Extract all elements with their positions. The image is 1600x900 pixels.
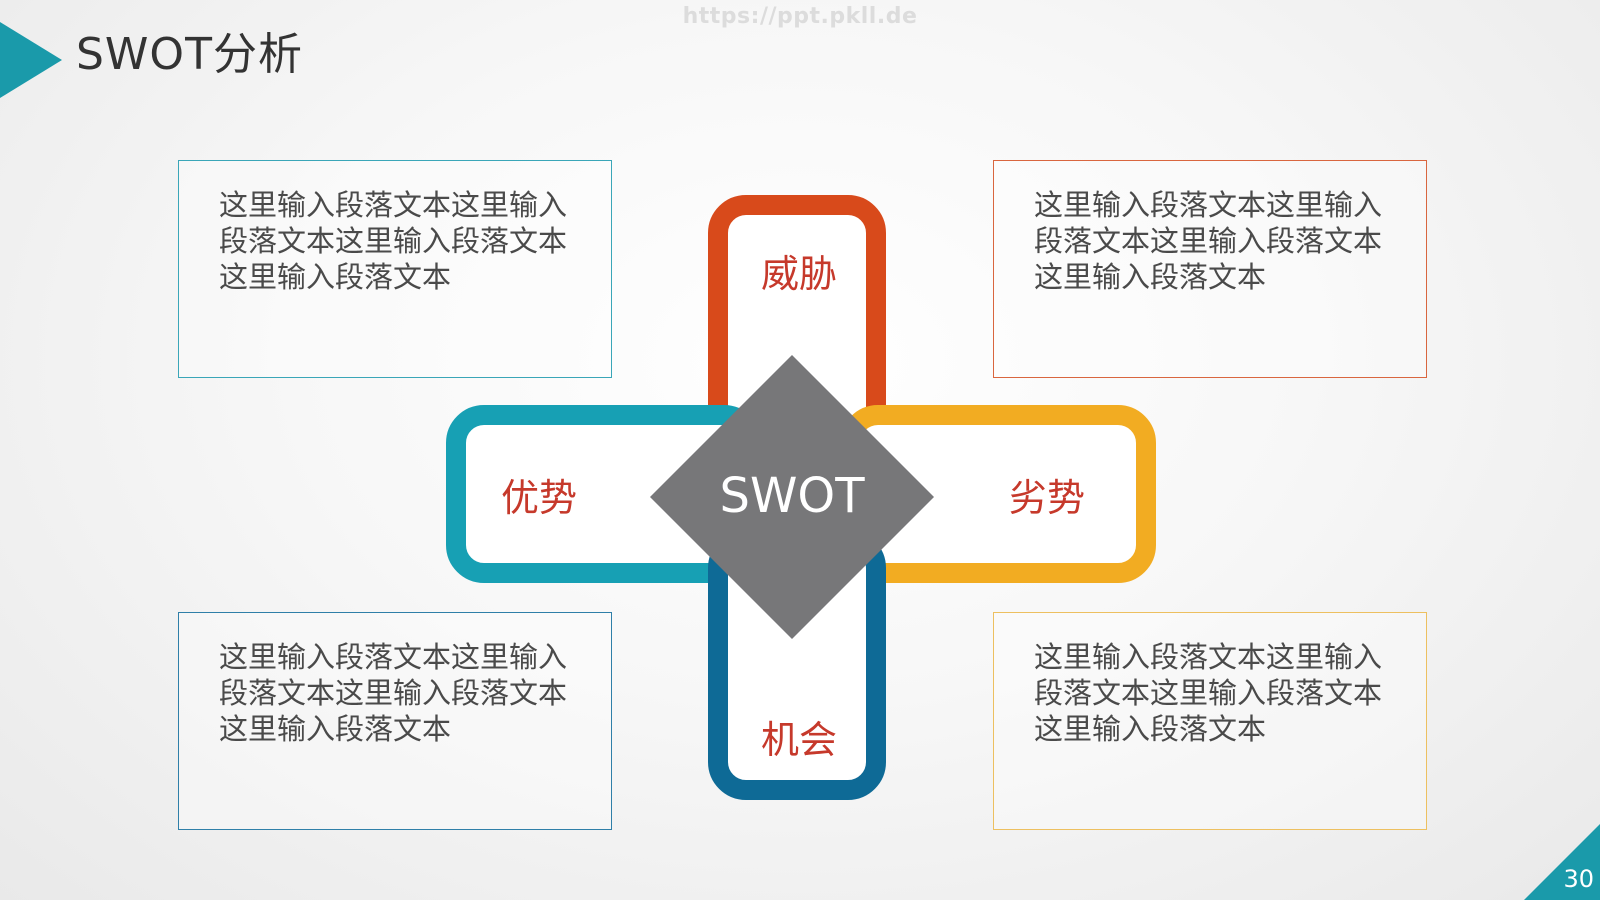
label-weakness: 劣势 xyxy=(1008,476,1085,520)
label-opportunity: 机会 xyxy=(760,718,837,762)
label-strength: 优势 xyxy=(500,476,577,520)
swot-center-diamond xyxy=(650,355,934,639)
watermark-url: https://ppt.pkll.de xyxy=(682,4,918,29)
label-threat: 威胁 xyxy=(760,252,837,296)
text-box-bottom-left[interactable]: 这里输入段落文本这里输入段落文本这里输入段落文本这里输入段落文本 xyxy=(178,612,612,830)
title-arrow-icon xyxy=(0,22,62,98)
text-box-top-left[interactable]: 这里输入段落文本这里输入段落文本这里输入段落文本这里输入段落文本 xyxy=(178,160,612,378)
text-box-top-right[interactable]: 这里输入段落文本这里输入段落文本这里输入段落文本这里输入段落文本 xyxy=(993,160,1427,378)
text-box-bottom-right[interactable]: 这里输入段落文本这里输入段落文本这里输入段落文本这里输入段落文本 xyxy=(993,612,1427,830)
text-box-top-right-text: 这里输入段落文本这里输入段落文本这里输入段落文本这里输入段落文本 xyxy=(1034,188,1383,294)
text-box-bottom-right-text: 这里输入段落文本这里输入段落文本这里输入段落文本这里输入段落文本 xyxy=(1034,640,1383,746)
page-number: 30 xyxy=(1563,865,1594,893)
swot-center-label: SWOT xyxy=(719,468,865,524)
page-title: SWOT分析 xyxy=(76,29,303,80)
text-box-top-left-text: 这里输入段落文本这里输入段落文本这里输入段落文本这里输入段落文本 xyxy=(219,188,568,294)
page-corner-triangle xyxy=(1524,824,1600,900)
text-box-bottom-left-text: 这里输入段落文本这里输入段落文本这里输入段落文本这里输入段落文本 xyxy=(219,640,568,746)
